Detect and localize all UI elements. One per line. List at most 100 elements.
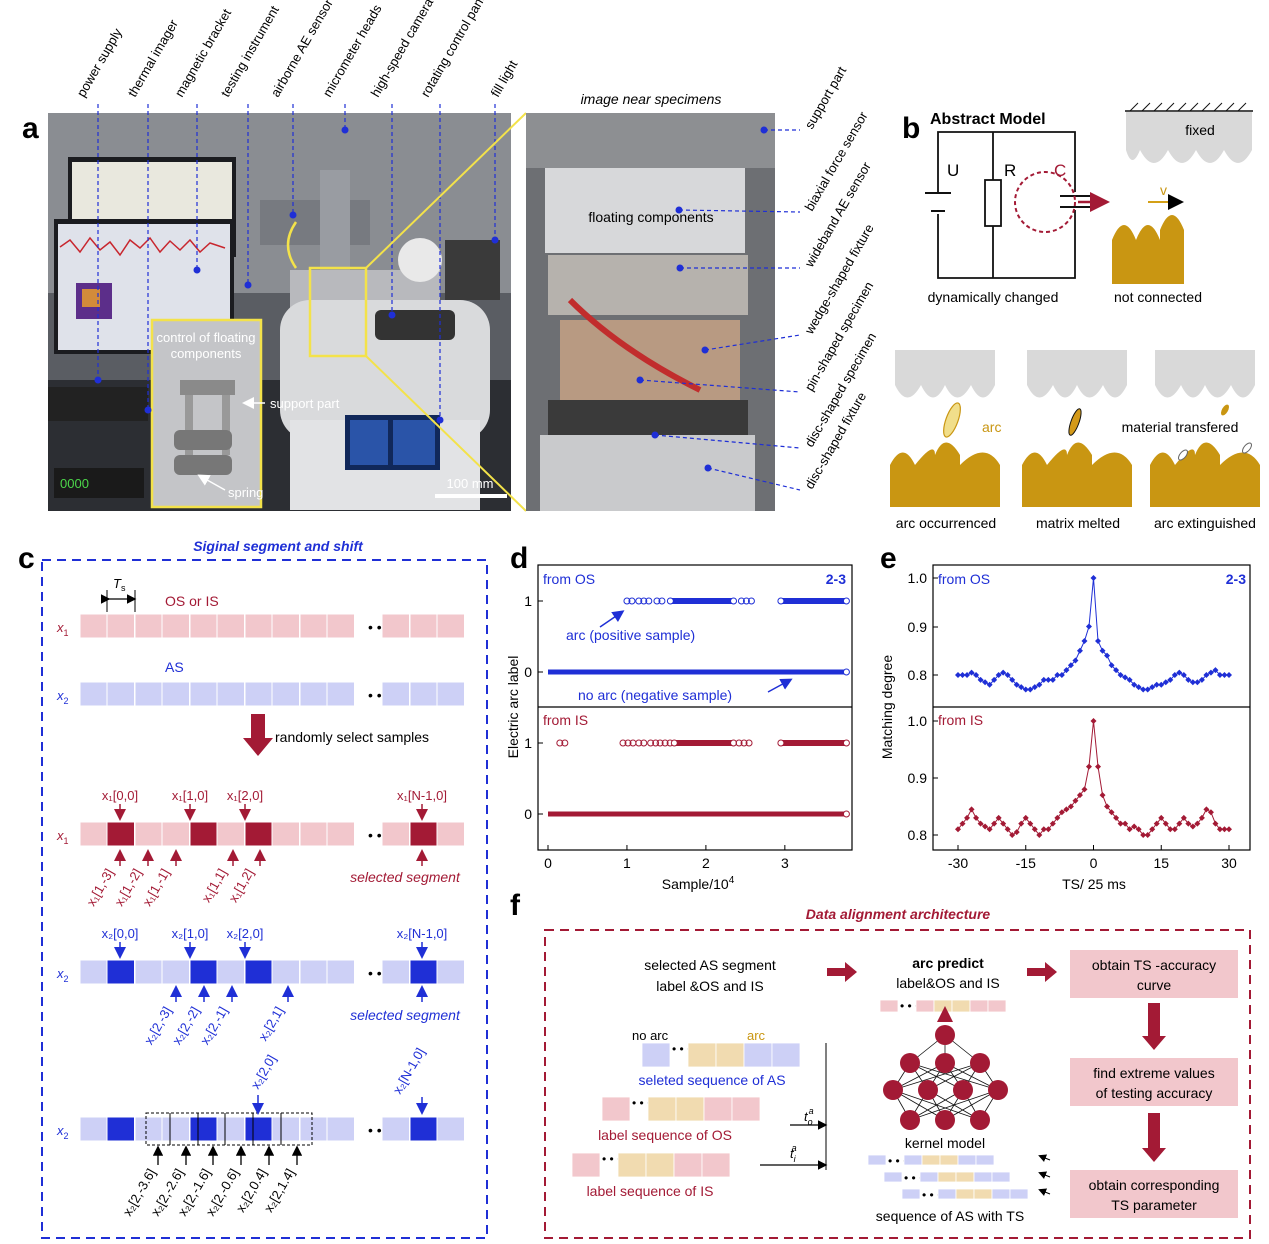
d-top-end-point [842, 668, 850, 676]
row3-selected-label: selected segment [350, 869, 461, 885]
row1-cell-5 [216, 613, 245, 639]
e-top-point-35 [1113, 667, 1120, 674]
label-r: R [1004, 161, 1016, 180]
label-u: U [947, 161, 959, 180]
d-top-positive-point [628, 597, 636, 605]
e-bottom-point-30 [1090, 718, 1097, 724]
row3-bottom-label-2: x₁[1,-1] [139, 866, 172, 909]
e-bottom-point-58 [1216, 826, 1223, 833]
row1-tail-cell-0 [381, 613, 410, 639]
e-bottom-point-45 [1158, 814, 1165, 821]
row3-cell-4 [189, 821, 218, 847]
f-step-1-line1: find extreme values [1093, 1065, 1214, 1081]
f-selected-line2: label &OS and IS [656, 978, 763, 994]
e-bottom-point-31 [1095, 763, 1102, 770]
f-shift-strip-3-dots: • • • [922, 1188, 941, 1202]
e-bottom-point-1 [959, 820, 966, 827]
not-connected-label: not connected [1114, 289, 1202, 305]
row4-cell-8 [299, 959, 328, 985]
moving-electrode [1112, 215, 1184, 284]
f-seq-as-cell-2 [687, 1042, 717, 1068]
e-bottom-point-17 [1031, 826, 1038, 833]
f-seq-as-with-ts: sequence of AS with TS [876, 1208, 1024, 1224]
e-bottom-point-21 [1049, 820, 1056, 827]
e-top-point-34 [1108, 662, 1115, 669]
e-top-point-47 [1167, 676, 1174, 683]
row5-tail-cell-1 [409, 1116, 438, 1142]
right-dot-3 [701, 346, 709, 354]
f-arc-predict: arc predict [912, 955, 984, 971]
electrode-states [890, 350, 1260, 507]
floating-components-label: floating components [588, 209, 713, 225]
e-bottom-point-18 [1036, 832, 1043, 838]
d-xtick-3: 3 [781, 855, 789, 871]
e-top-point-7 [986, 681, 993, 688]
panel-e-letter: e [880, 542, 897, 575]
material-label: material transfered [1122, 419, 1239, 435]
e-top-point-52 [1189, 679, 1196, 686]
f-selected-line1: selected AS segment [644, 957, 776, 973]
e-bottom-point-54 [1198, 814, 1205, 821]
e-ylabel: Matching degree [879, 655, 895, 760]
panel-f-content: selected AS segment label &OS and IS arc p… [571, 950, 1238, 1224]
state-matrix-melted: matrix melted [1036, 515, 1120, 531]
state-arc-occurrenced: arc occurrenced [896, 515, 996, 531]
row3-cell-6 [244, 821, 273, 847]
e-top-point-28 [1081, 638, 1088, 645]
row4-cell-5 [216, 959, 245, 985]
f-shift-strip-3-cell-2 [937, 1188, 957, 1200]
e-bottom-point-37 [1122, 820, 1129, 827]
row3-cell-1 [106, 821, 135, 847]
inset-support-label: support part [270, 396, 340, 411]
f-kernel-node-10 [970, 1110, 990, 1130]
e-bottom-point-19 [1040, 826, 1047, 833]
row5-cell-7 [271, 1116, 300, 1142]
melt-shape [1068, 408, 1082, 436]
e-top-point-17 [1031, 684, 1038, 691]
f-to-label: toa [804, 1106, 814, 1127]
panel-f-frame [544, 929, 1251, 1239]
e-top-ytick-2: 0.8 [908, 667, 928, 683]
f-seq-is-cell-5 [701, 1152, 731, 1178]
e-top-point-3 [968, 669, 975, 676]
f-seq-as-dots: • • • [672, 1042, 691, 1056]
f-arrow-1 [827, 962, 857, 982]
e-top-point-20 [1045, 676, 1052, 683]
f-step-box-1 [1070, 1058, 1238, 1106]
e-top-point-46 [1162, 679, 1169, 686]
right-label-2: wideband AE sensor [801, 159, 874, 271]
e-bottom-point-4 [973, 814, 980, 821]
f-step-box-0 [1070, 950, 1238, 998]
f-shift-strip-1-cell-3 [921, 1154, 941, 1166]
row2-cell-7 [271, 681, 300, 707]
e-top-point-18 [1036, 681, 1043, 688]
f-seq-is-dots: • • • [602, 1152, 621, 1166]
d-ylabel: Electric arc label [505, 656, 521, 759]
row3-top-label-3: x₁[N-1,0] [397, 788, 447, 803]
d-bottom-positive-point [561, 739, 569, 747]
right-dot-1 [675, 206, 683, 214]
leader-dot-2 [193, 266, 201, 274]
f-pred-strip-dots: • • • [900, 999, 919, 1013]
row1-cell-2 [134, 613, 163, 639]
e-top-point-53 [1194, 679, 1201, 686]
leader-dot-4 [289, 211, 297, 219]
row5-cell-2 [134, 1116, 163, 1142]
upper-electrode-1 [1027, 350, 1127, 398]
e-bottom-point-10 [1000, 820, 1007, 827]
as-label: AS [165, 659, 184, 675]
row1-cell-3 [161, 613, 190, 639]
e-top-point-29 [1085, 623, 1092, 630]
d-bottom-positive-point [745, 739, 753, 747]
e-top-point-10 [1000, 669, 1007, 676]
panel-b-letter: b [902, 112, 920, 145]
d-bottom-positive-point [640, 739, 648, 747]
e-top-point-0 [955, 672, 961, 678]
e-xtick-1: -15 [1016, 855, 1036, 871]
row4-top-label-3: x₂[N-1,0] [397, 926, 448, 941]
f-seq-is-cell-3 [645, 1152, 675, 1178]
e-top-point-59 [1221, 672, 1228, 678]
f-pred-strip-cell-4 [951, 999, 971, 1013]
